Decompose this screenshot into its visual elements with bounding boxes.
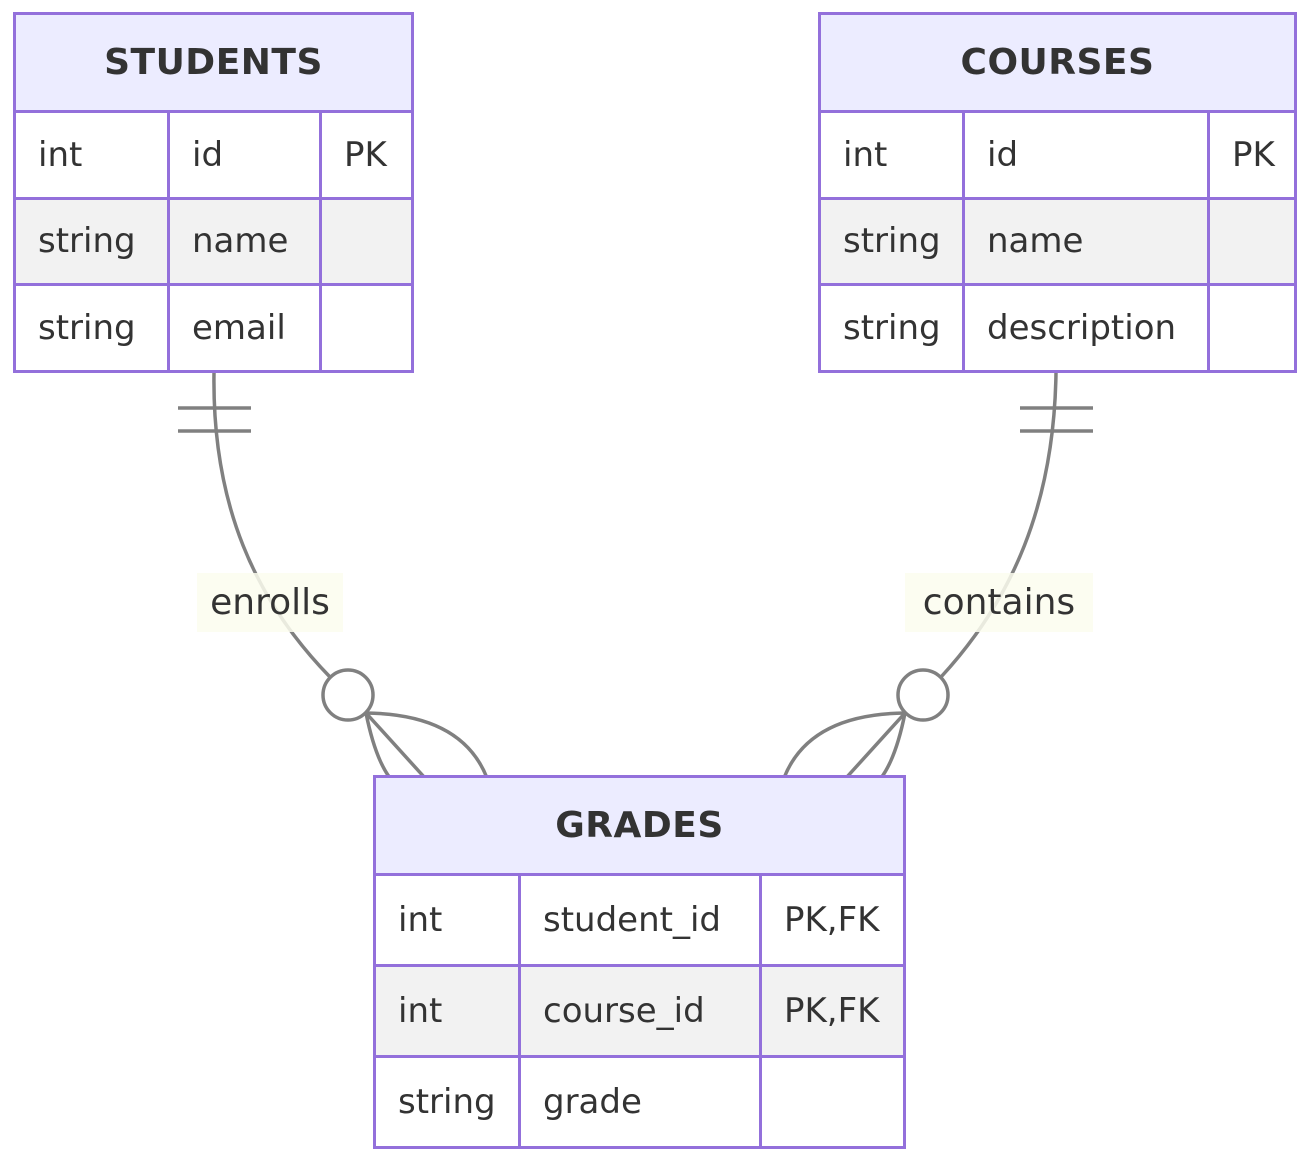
attribute-key-cell: PK — [322, 113, 411, 197]
enrolls-edge-path — [212, 372, 332, 679]
attribute-name-cell: description — [965, 286, 1207, 370]
attribute-type-cell: string — [16, 286, 167, 370]
attribute-key-cell: PK,FK — [762, 876, 903, 964]
attribute-key-cell — [322, 286, 411, 370]
contains-edge-path — [939, 372, 1058, 679]
relationship-enrolls-line — [178, 372, 489, 780]
attribute-type-cell: int — [16, 113, 167, 197]
attribute-name-cell: name — [965, 199, 1207, 284]
entity-grades: GRADES int student_id PK,FK int course_i… — [373, 775, 906, 1149]
contains-crow-foot-center — [844, 711, 907, 780]
attribute-type-cell: int — [821, 113, 962, 197]
entity-courses: COURSES int id PK string name string des… — [818, 12, 1297, 373]
entity-grades-title: GRADES — [376, 778, 903, 873]
attribute-type-cell: string — [821, 286, 962, 370]
attribute-name-cell: student_id — [521, 876, 759, 964]
enrolls-crow-foot-right-prong — [365, 711, 489, 779]
attribute-key-cell — [1210, 199, 1294, 284]
attribute-name-cell: name — [170, 199, 319, 284]
attribute-name-cell: grade — [521, 1058, 759, 1146]
relationship-label-enrolls: enrolls — [197, 573, 343, 632]
attribute-name-cell: id — [965, 113, 1207, 197]
entity-students-attributes: int id PK string name string email — [16, 110, 411, 370]
attribute-type-cell: string — [376, 1058, 518, 1146]
attribute-key-cell: PK — [1210, 113, 1294, 197]
attribute-key-cell — [762, 1058, 903, 1146]
attribute-key-cell — [1210, 286, 1294, 370]
relationship-label-contains: contains — [905, 573, 1093, 632]
contains-crow-foot-left-prong — [782, 711, 906, 779]
entity-students-title: STUDENTS — [16, 15, 411, 110]
contains-crow-foot-right-prong — [879, 712, 907, 780]
attribute-key-cell: PK,FK — [762, 967, 903, 1055]
attribute-name-cell: id — [170, 113, 319, 197]
enrolls-crow-foot-center — [364, 711, 427, 780]
relationship-contains-line — [782, 372, 1093, 780]
contains-zero-cardinality-circle — [896, 668, 950, 722]
attribute-name-cell: course_id — [521, 967, 759, 1055]
entity-students: STUDENTS int id PK string name string em… — [13, 12, 414, 373]
attribute-type-cell: int — [376, 967, 518, 1055]
attribute-key-cell — [322, 199, 411, 284]
attribute-type-cell: string — [821, 199, 962, 284]
attribute-name-cell: email — [170, 286, 319, 370]
enrolls-zero-cardinality-circle — [321, 668, 375, 722]
entity-courses-title: COURSES — [821, 15, 1294, 110]
attribute-type-cell: int — [376, 876, 518, 964]
entity-courses-attributes: int id PK string name string description — [821, 110, 1294, 370]
entity-grades-attributes: int student_id PK,FK int course_id PK,FK… — [376, 873, 903, 1146]
enrolls-crow-foot-left-prong — [364, 712, 392, 780]
attribute-type-cell: string — [16, 199, 167, 284]
